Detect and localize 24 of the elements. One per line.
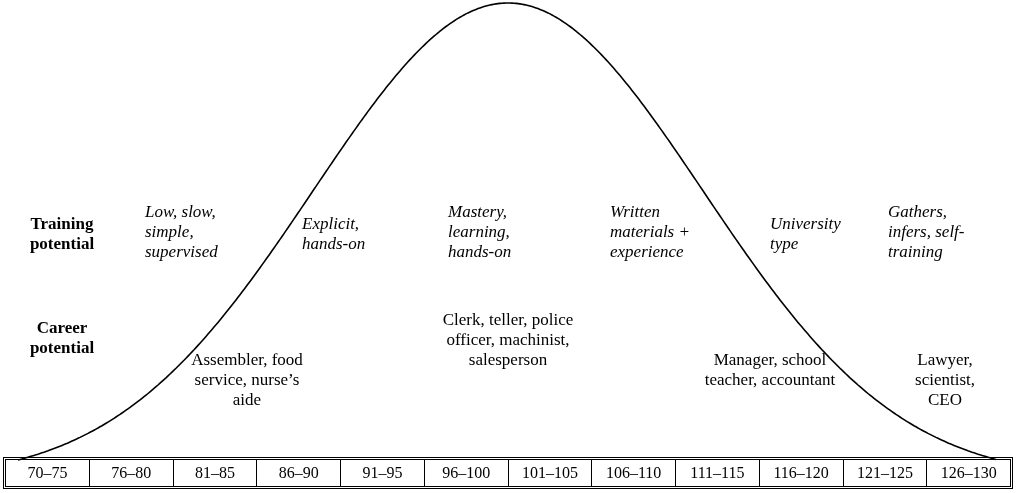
- training-note: Gathers, infers, self-training: [888, 202, 966, 262]
- iq-range-cell: 96–100: [423, 460, 508, 486]
- career-examples: Clerk, teller, police officer, machinist, salesperson: [441, 310, 575, 370]
- career-examples: Assembler, food service, nurse’s aide: [190, 350, 304, 410]
- training-note: Explicit, hands-on: [302, 214, 367, 254]
- training-note: Written materials + experience: [610, 202, 691, 262]
- iq-range-cell: 101–105: [507, 460, 592, 486]
- iq-range-cell: 76–80: [88, 460, 173, 486]
- training-note: Low, slow, simple, supervised: [145, 202, 219, 262]
- training-note: University type: [770, 214, 842, 254]
- row-heading: Career potential: [28, 318, 96, 358]
- iq-range-cell: 126–130: [926, 460, 1010, 486]
- career-examples: Lawyer, scientist, CEO: [914, 350, 976, 410]
- iq-range-cell: 116–120: [758, 460, 843, 486]
- iq-range-cell: 91–95: [340, 460, 424, 486]
- iq-range-cell-text: 70–75: [26, 463, 69, 483]
- iq-range-cell: 81–85: [172, 460, 257, 486]
- career-examples: Manager, school teacher, accountant: [703, 350, 837, 390]
- iq-range-cell: 121–125: [842, 460, 927, 486]
- iq-range-cell: 86–90: [256, 460, 340, 486]
- iq-range-cell: 106–110: [591, 460, 675, 486]
- row-heading: Training potential: [28, 214, 96, 254]
- iq-range-cell: 111–115: [675, 460, 759, 486]
- training-note: Mastery, learning, hands-on: [448, 202, 513, 262]
